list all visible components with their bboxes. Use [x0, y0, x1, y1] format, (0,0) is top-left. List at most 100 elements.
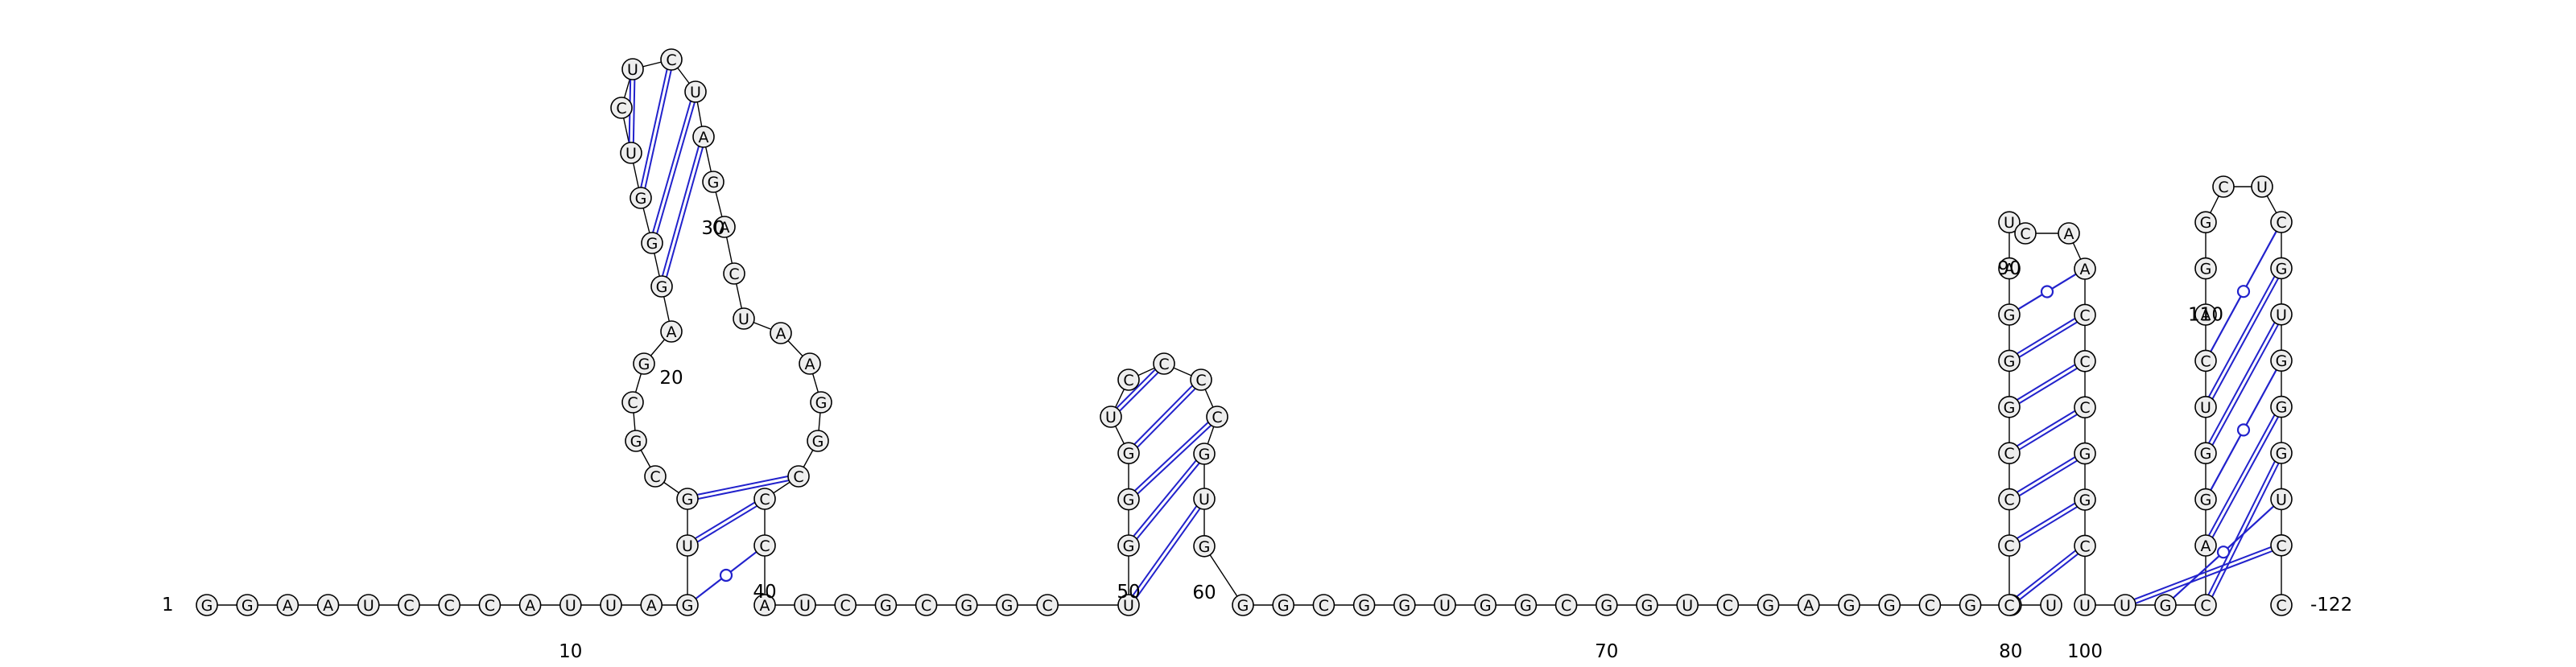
nucleotide-64: G [1352, 594, 1376, 616]
svg-text:C: C [2004, 492, 2014, 509]
svg-text:A: A [1803, 597, 1814, 615]
backbone [207, 59, 2282, 606]
svg-text:C: C [2276, 537, 2286, 555]
nucleotide-90: U [1998, 211, 2021, 234]
svg-text:G: G [2200, 261, 2212, 278]
svg-text:C: C [1123, 372, 1133, 389]
nucleotide-104: A [2194, 534, 2217, 557]
svg-text:G: G [2200, 492, 2212, 509]
base-pair-23-27 [640, 68, 672, 189]
svg-text:G: G [2200, 445, 2212, 463]
nucleotide-68: G [1514, 594, 1538, 616]
nucleotide-70: G [1596, 594, 1618, 616]
svg-text:U: U [1123, 597, 1134, 615]
base-pair-101-121 [2133, 546, 2273, 604]
base-pair-51-57 [1134, 422, 1212, 495]
svg-text:U: U [1439, 597, 1451, 615]
nucleotide-79: G [1959, 594, 1982, 616]
svg-text:C: C [444, 597, 455, 615]
svg-text:G: G [2004, 352, 2016, 370]
svg-text:G: G [201, 597, 213, 615]
base-pair-83-98 [2017, 502, 2078, 543]
nucleotide-16: C [644, 465, 667, 488]
svg-text:U: U [565, 597, 576, 615]
nucleotide-92: A [2058, 222, 2080, 245]
svg-text:G: G [2079, 446, 2091, 463]
svg-text:C: C [2079, 399, 2090, 417]
svg-text:C: C [2079, 537, 2090, 555]
nucleotide-41: A [753, 594, 776, 616]
svg-text:U: U [2046, 597, 2057, 615]
nucleotide-20: A [660, 320, 683, 343]
svg-text:G: G [1237, 597, 1249, 615]
nucleotide-73: C [1716, 594, 1740, 616]
nucleotide-42: U [794, 594, 816, 616]
svg-text:G: G [656, 278, 668, 296]
nucleotide-97: G [2074, 442, 2096, 465]
nucleotide-38: C [787, 465, 810, 488]
nucleotide-118: G [2270, 395, 2293, 418]
svg-text:U: U [2004, 214, 2015, 232]
svg-text:G: G [1199, 538, 1211, 556]
svg-text:A: A [805, 356, 815, 373]
nucleotide-47: G [996, 594, 1018, 616]
nucleotide-35: A [799, 352, 821, 375]
nucleotide-52: G [1117, 442, 1140, 465]
svg-text:C: C [1195, 372, 1206, 389]
base-pair-15-38 [697, 476, 789, 500]
nucleotide-66: U [1434, 594, 1456, 616]
nucleotide-27: C [660, 48, 683, 71]
base-pair-layer [628, 68, 2280, 604]
nucleotide-23: G [630, 187, 652, 209]
nucleotide-15: G [676, 488, 699, 510]
nucleotide-48: C [1036, 594, 1059, 616]
nucleotide-77: G [1878, 594, 1901, 616]
svg-text:G: G [682, 597, 694, 615]
nucleotide-89: A [1998, 257, 2021, 280]
svg-text:A: A [2201, 307, 2211, 324]
svg-text:A: A [283, 597, 293, 615]
nucleotide-29: A [692, 126, 715, 148]
position-label-110: 110 [2188, 305, 2223, 326]
svg-text:G: G [2276, 399, 2288, 417]
nucleotide-22: G [641, 232, 663, 254]
svg-text:C: C [2276, 597, 2286, 615]
svg-text:U: U [682, 537, 693, 555]
svg-text:G: G [1600, 597, 1612, 615]
nucleotide-58: G [1193, 443, 1216, 465]
nucleotide-34: A [770, 322, 792, 344]
nucleotide-13: G [676, 594, 699, 616]
svg-text:G: G [242, 597, 254, 615]
nucleotide-113: U [2251, 175, 2273, 198]
svg-text:C: C [1925, 597, 1935, 615]
nucleotide-103: C [2194, 594, 2217, 616]
nucleotide-31: A [713, 216, 736, 238]
nucleotide-117: G [2270, 349, 2293, 373]
svg-text:A: A [2064, 225, 2074, 243]
base-pair-49-59 [1132, 505, 1201, 599]
nucleotide-55: C [1153, 352, 1175, 375]
nucleotide-78: C [1918, 594, 1942, 616]
base-pair-53-55 [1116, 368, 1159, 412]
base-pair-22-28 [652, 101, 696, 234]
svg-text:40: 40 [753, 582, 776, 603]
svg-text:G: G [1398, 597, 1410, 615]
svg-text:G: G [812, 433, 824, 451]
svg-text:1: 1 [162, 595, 174, 616]
nucleotide-67: G [1474, 594, 1496, 616]
svg-text:G: G [1123, 537, 1135, 555]
svg-text:A: A [760, 597, 770, 615]
nucleotide-76: G [1838, 594, 1860, 616]
nucleotide-50: G [1117, 534, 1140, 557]
nucleotide-40: C [753, 534, 776, 557]
backbone-line [207, 59, 2282, 606]
svg-text:C: C [650, 468, 660, 486]
position-label-60: 60 [1192, 583, 1216, 603]
nucleotide-91: C [2014, 222, 2037, 245]
svg-text:U: U [605, 597, 617, 615]
svg-text:G: G [708, 174, 720, 191]
svg-text:U: U [363, 597, 374, 615]
nucleotide-46: G [956, 594, 978, 616]
nucleotide-6: C [398, 594, 420, 616]
nucleotide-59: U [1193, 488, 1216, 510]
